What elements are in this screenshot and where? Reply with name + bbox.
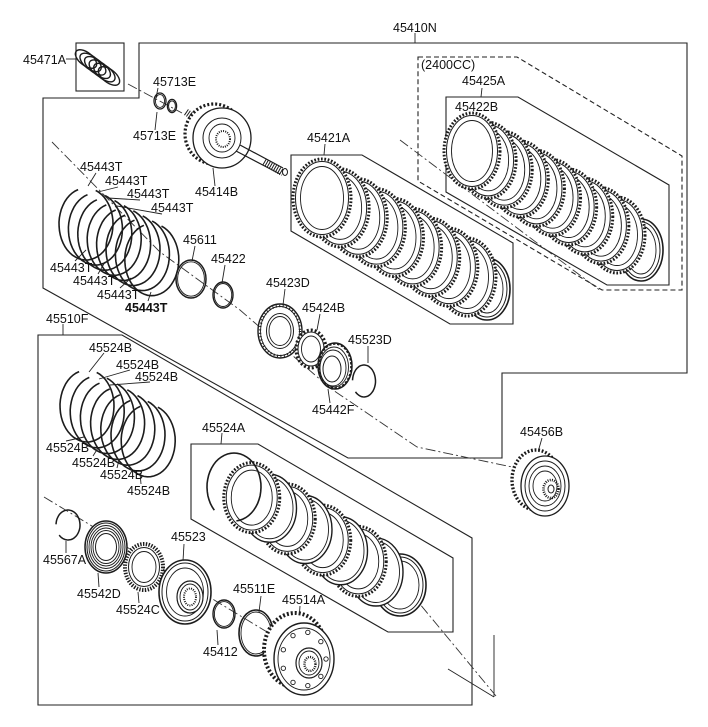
leader-45422: [221, 264, 226, 284]
leader-45442F: [327, 388, 331, 404]
leader-45443T-3: [107, 197, 141, 201]
part-45523D-snap-ring: [351, 364, 377, 398]
axis-main-lower: [43, 496, 311, 659]
part-45542D-piston: [84, 520, 128, 574]
leader-45425A: [480, 87, 483, 98]
part-45442F-cone-ring: [317, 342, 353, 390]
part-label-45523-36: 45523: [171, 530, 206, 544]
part-45514A-hub-gear: [262, 611, 335, 696]
leader-45443T-4: [116, 205, 163, 215]
part-label-45425A-7: 45425A: [462, 74, 506, 88]
part-label-45524B-27: 45524B: [46, 441, 89, 455]
part-45414B-shaft: [183, 102, 288, 177]
part-label-45524B-26: 45524B: [135, 370, 178, 384]
leader-45443T-2: [97, 186, 119, 193]
leader-45443T-5: [74, 249, 87, 262]
part-45421A-clutch-pack: [291, 157, 511, 321]
part-label-45523D-21: 45523D: [348, 333, 392, 347]
part-label-2400CC-6: (2400CC): [421, 58, 475, 72]
part-45524B-spring-stack: [59, 370, 177, 478]
leader-45424B: [316, 313, 321, 331]
part-label-45443T-14: 45443T: [73, 274, 116, 288]
part-label-45471A-1: 45471A: [23, 53, 67, 67]
box-45422B-pack: [445, 96, 670, 286]
diagram-parts: [55, 49, 664, 696]
part-45611-ring: [175, 259, 207, 299]
leader-45713E-bottom: [154, 111, 158, 131]
part-label-45713E-2: 45713E: [153, 75, 196, 89]
part-label-45443T-16: 45443T: [125, 301, 168, 315]
leader-45443T-1: [87, 172, 97, 187]
part-45456B-gear: [510, 448, 570, 517]
part-label-45611-17: 45611: [183, 233, 217, 247]
part-label-45524B-30: 45524B: [127, 484, 170, 498]
leader-45414B: [212, 167, 216, 187]
box-45510F-depth-edge: [447, 635, 495, 698]
axis-2400cc-pack: [399, 139, 602, 292]
part-label-45542D-34: 45542D: [77, 587, 121, 601]
box-45510F: [37, 334, 473, 706]
leader-45542D: [97, 572, 100, 588]
part-label-45567A-33: 45567A: [43, 553, 87, 567]
part-45713E-rings: [153, 92, 178, 114]
part-45423D-retainer: [257, 303, 303, 359]
part-label-45443T-11: 45443T: [127, 187, 170, 201]
part-label-45414B-4: 45414B: [195, 185, 238, 199]
part-label-45424B-20: 45424B: [302, 301, 345, 315]
box-45410N-main: [42, 42, 688, 459]
part-labels: 45410N 45471A 45713E 45713E 45414B 45421A (240…: [23, 21, 563, 659]
part-label-45524B-25: 45524B: [116, 358, 159, 372]
leader-45421A: [323, 143, 326, 156]
leader-45524B-3: [109, 381, 151, 386]
part-45412-ring: [212, 599, 236, 629]
part-label-45423D-19: 45423D: [266, 276, 310, 290]
leader-45524B-1: [88, 352, 105, 373]
part-label-45443T-15: 45443T: [97, 288, 140, 302]
part-45524A-clutch-pack: [206, 452, 427, 617]
part-label-45421A-5: 45421A: [307, 131, 351, 145]
leader-45423D: [282, 288, 286, 306]
box-45421A-pack: [290, 154, 514, 325]
part-label-45524A-31: 45524A: [202, 421, 246, 435]
part-label-45511E-38: 45511E: [233, 582, 275, 596]
part-45422B-clutch-pack: [442, 111, 664, 282]
part-label-45713E-3: 45713E: [133, 129, 176, 143]
assembly-boxes: [37, 42, 688, 706]
leader-45412: [216, 629, 219, 646]
part-label-45510F-23: 45510F: [46, 312, 89, 326]
part-label-45524B-29: 45524B: [100, 468, 143, 482]
leader-45523: [182, 543, 185, 562]
part-label-45524C-35: 45524C: [116, 603, 160, 617]
box-45524A-pack: [190, 443, 454, 633]
part-label-45456B-32: 45456B: [520, 425, 563, 439]
part-label-45443T-9: 45443T: [80, 160, 123, 174]
leader-45524C: [137, 591, 140, 604]
part-label-45412-37: 45412: [203, 645, 238, 659]
part-label-45443T-10: 45443T: [105, 174, 148, 188]
part-45567A-snap-ring: [55, 509, 81, 541]
part-45471A-spring: [74, 49, 121, 86]
leader-45443T-8: [147, 291, 152, 302]
part-label-45422B-8: 45422B: [455, 100, 498, 114]
leader-45611: [191, 245, 196, 262]
part-label-45443T-12: 45443T: [151, 201, 194, 215]
part-label-45442F-22: 45442F: [312, 403, 355, 417]
leader-45511E: [258, 595, 262, 613]
box-45471A-spring: [75, 42, 125, 92]
part-45443T-spring-stack: [58, 188, 180, 297]
part-label-45514A-39: 45514A: [282, 593, 326, 607]
part-label-45524B-28: 45524B: [72, 456, 115, 470]
part-45422-ring: [212, 281, 234, 309]
part-label-45410N-0: 45410N: [393, 21, 437, 35]
box-2400cc-variant: [417, 56, 683, 291]
part-label-45443T-13: 45443T: [50, 261, 93, 275]
leader-45524B-5: [92, 447, 99, 457]
leader-45524A: [220, 432, 223, 445]
part-45523-retainer: [158, 559, 212, 625]
part-45524C-ring-gear: [123, 542, 165, 592]
part-label-45524B-24: 45524B: [89, 341, 132, 355]
part-label-45422-18: 45422: [211, 252, 246, 266]
